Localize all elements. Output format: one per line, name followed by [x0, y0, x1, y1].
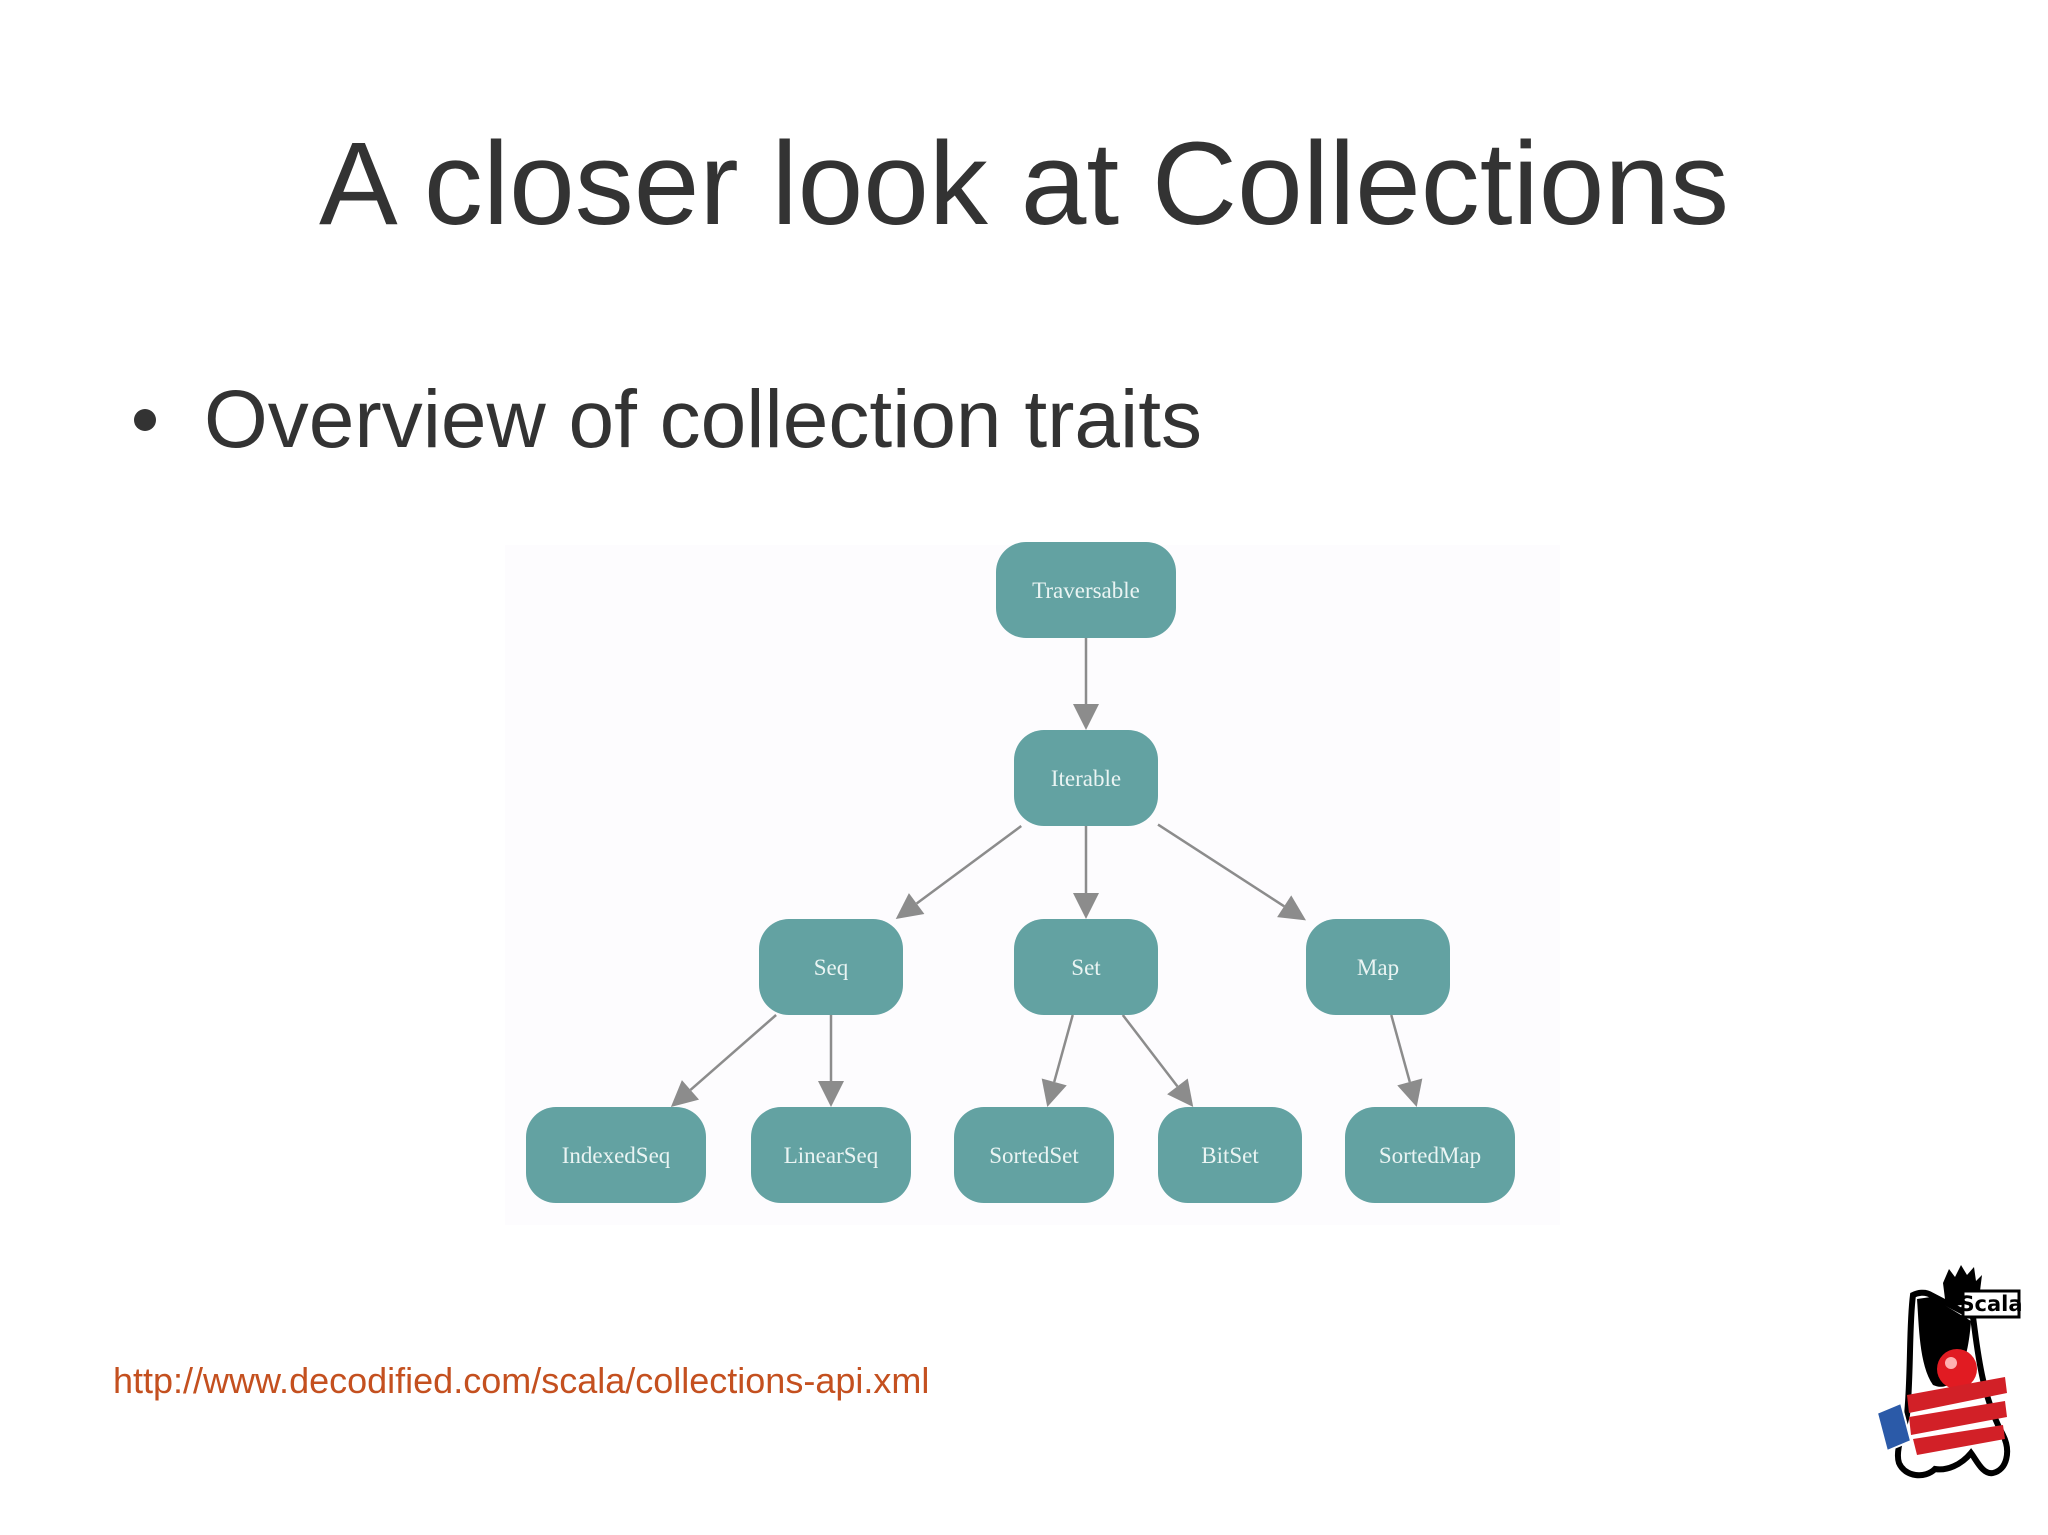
- bullet-text: Overview of collection traits: [204, 374, 1203, 465]
- node-seq: Seq: [759, 919, 903, 1015]
- node-set: Set: [1014, 919, 1158, 1015]
- node-label-seq: Seq: [814, 955, 849, 980]
- node-traversable: Traversable: [996, 542, 1176, 638]
- node-box-map: [1306, 919, 1450, 1015]
- node-box-traversable: [996, 542, 1176, 638]
- node-box-iterable: [1014, 730, 1158, 826]
- bullet-item: Overview of collection traits: [128, 374, 1203, 465]
- node-label-sortedset: SortedSet: [989, 1143, 1079, 1168]
- node-box-bitset: [1158, 1107, 1302, 1203]
- bullet-dot-icon: [134, 409, 156, 432]
- node-indexedseq: IndexedSeq: [526, 1107, 706, 1203]
- edges-layer: [670, 638, 1423, 1107]
- arrowhead-map-to-sortedmap: [1397, 1078, 1423, 1107]
- scala-duke-logo: Scala: [1875, 1265, 2023, 1479]
- arrowhead-iterable-to-set: [1073, 893, 1099, 919]
- node-label-indexedseq: IndexedSeq: [562, 1143, 671, 1168]
- arrowhead-set-to-sortedset: [1041, 1078, 1067, 1107]
- arrowhead-seq-to-indexedseq: [670, 1080, 700, 1107]
- node-bitset: BitSet: [1158, 1107, 1302, 1203]
- node-box-set: [1014, 919, 1158, 1015]
- arrowhead-iterable-to-seq: [895, 893, 925, 919]
- arrowhead-set-to-bitset: [1167, 1078, 1194, 1107]
- source-link[interactable]: http://www.decodified.com/scala/collecti…: [113, 1360, 930, 1401]
- node-label-iterable: Iterable: [1051, 766, 1121, 791]
- edge-set-to-sortedset: [1053, 1014, 1074, 1083]
- edge-map-to-sortedmap: [1390, 1014, 1411, 1083]
- node-box-seq: [759, 919, 903, 1015]
- node-map: Map: [1306, 919, 1450, 1015]
- slide-title: A closer look at Collections: [318, 118, 1730, 250]
- node-linearseq: LinearSeq: [751, 1107, 911, 1203]
- node-label-map: Map: [1357, 955, 1399, 980]
- node-iterable: Iterable: [1014, 730, 1158, 826]
- arrowhead-iterable-to-map: [1277, 895, 1306, 921]
- node-label-linearseq: LinearSeq: [784, 1143, 879, 1168]
- node-label-bitset: BitSet: [1201, 1143, 1259, 1168]
- edge-seq-to-indexedseq: [689, 1014, 777, 1091]
- node-label-sortedmap: SortedMap: [1379, 1143, 1481, 1168]
- arrowhead-seq-to-linearseq: [818, 1081, 844, 1107]
- scala-badge-label: Scala: [1959, 1292, 2022, 1316]
- node-label-traversable: Traversable: [1032, 578, 1140, 603]
- arrowhead-traversable-to-iterable: [1073, 704, 1099, 730]
- scala-badge: [1961, 1289, 2021, 1319]
- node-label-set: Set: [1071, 955, 1101, 980]
- node-sortedset: SortedSet: [954, 1107, 1114, 1203]
- duke-body-icon: [1875, 1289, 2011, 1479]
- node-box-linearseq: [751, 1107, 911, 1203]
- edge-iterable-to-seq: [915, 824, 1022, 905]
- node-box-indexedseq: [526, 1107, 706, 1203]
- edge-set-to-bitset: [1121, 1014, 1179, 1088]
- edge-iterable-to-map: [1157, 823, 1285, 908]
- node-sortedmap: SortedMap: [1345, 1107, 1515, 1203]
- node-box-sortedset: [954, 1107, 1114, 1203]
- node-box-sortedmap: [1345, 1107, 1515, 1203]
